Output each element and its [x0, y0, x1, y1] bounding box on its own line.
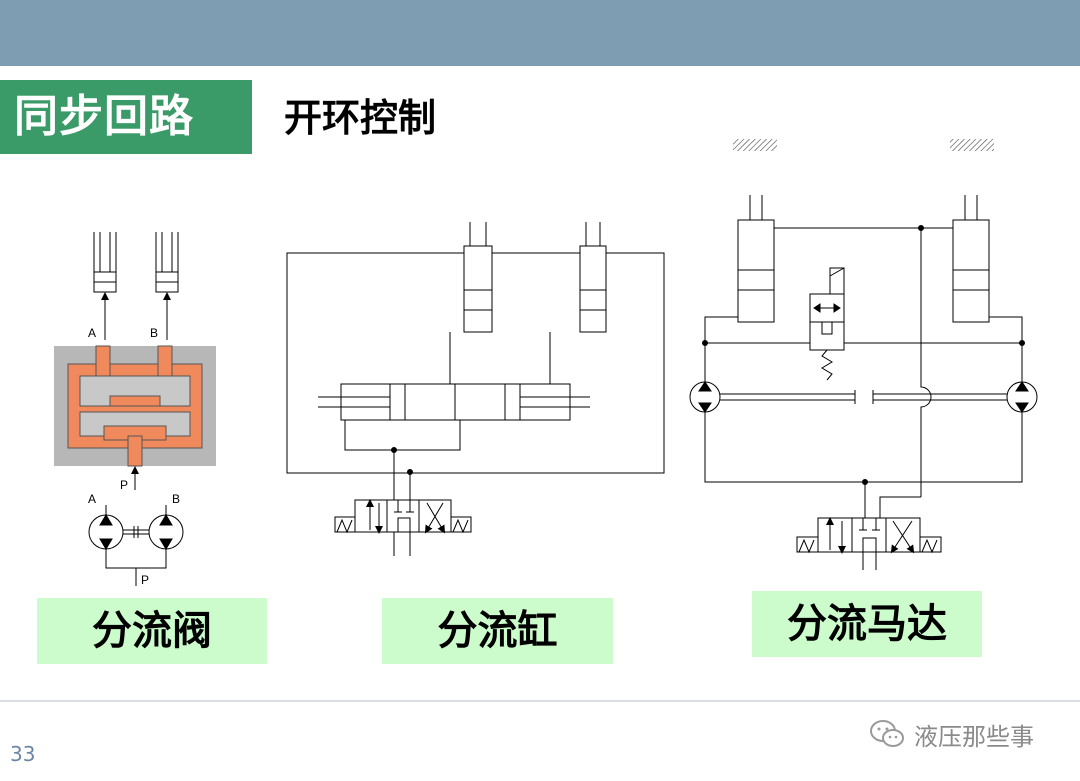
watermark: 液压那些事 [868, 718, 1034, 751]
flow-divider-motor-diagram [689, 139, 1038, 570]
cylinder-b [155, 232, 179, 340]
cylinder-1 [463, 222, 493, 333]
flow-divider-cylinder-diagram [286, 222, 665, 556]
cylinder-a [93, 232, 117, 340]
wechat-icon [870, 720, 904, 747]
port-p-label: P [120, 478, 128, 492]
directional-valve-1 [334, 499, 472, 556]
port-b-label: B [150, 326, 158, 340]
label-flow-divider-cylinder: 分流缸 [382, 598, 613, 664]
flow-divider-valve-diagram [54, 232, 216, 586]
footer-divider [0, 700, 1080, 702]
label-flow-divider-valve: 分流阀 [37, 598, 267, 664]
top-banner [0, 0, 1080, 66]
solenoid-valve [809, 267, 845, 381]
motor-cylinder-left [737, 195, 775, 323]
port-a-label-2: A [88, 492, 96, 506]
slide-subtitle: 开环控制 [284, 95, 437, 140]
section-title: 同步回路 [0, 80, 252, 154]
motor-cylinder-right [952, 195, 990, 323]
ground-left [733, 139, 777, 151]
motor-left [689, 381, 721, 413]
port-a-label: A [88, 326, 96, 340]
page-number: 33 [10, 742, 36, 766]
cylinder-2 [579, 222, 607, 333]
watermark-text: 液压那些事 [914, 722, 1034, 751]
ground-right [950, 139, 994, 151]
label-flow-divider-motor: 分流马达 [752, 591, 982, 657]
port-b-label-2: B [172, 492, 180, 506]
directional-valve-2 [796, 517, 942, 570]
motor-right [1006, 381, 1038, 413]
valve-port-labels: A B P A B P [88, 326, 180, 587]
port-p-label-2: P [141, 573, 149, 587]
